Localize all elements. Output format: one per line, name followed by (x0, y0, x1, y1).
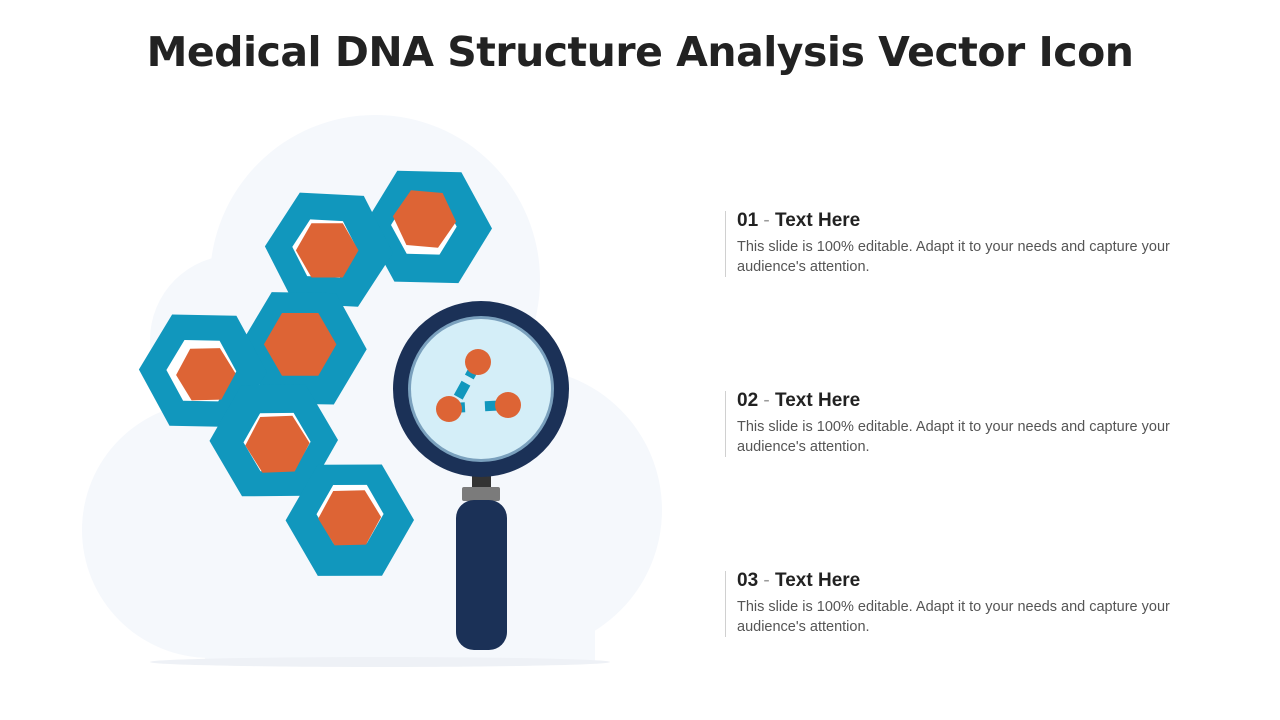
item-description: This slide is 100% editable. Adapt it to… (737, 599, 1170, 635)
item-title: Text Here (775, 390, 861, 411)
hexagon-cell (209, 384, 338, 497)
item-heading: 01 - Text Here (737, 209, 1207, 233)
item-number: 03 (737, 570, 759, 591)
hexagon-cell (238, 292, 367, 405)
ground-shadow (150, 657, 610, 667)
dna-analysis-illustration (138, 170, 610, 667)
text-item-01: 01 - Text Here This slide is 100% editab… (725, 209, 1207, 277)
atom-node (465, 349, 491, 375)
item-title: Text Here (775, 570, 861, 591)
molecule-icon (436, 349, 521, 422)
item-number: 02 (737, 390, 759, 411)
item-heading: 02 - Text Here (737, 389, 1207, 413)
page-title: Medical DNA Structure Analysis Vector Ic… (146, 28, 1134, 76)
text-item-02: 02 - Text Here This slide is 100% editab… (725, 389, 1207, 457)
hexagon-cell (285, 464, 414, 576)
magnifying-glass-icon (393, 301, 569, 650)
atom-node (495, 392, 521, 418)
item-number: 01 (737, 210, 759, 231)
item-separator: - (763, 390, 770, 411)
item-separator: - (763, 210, 770, 231)
atom-node (436, 396, 462, 422)
text-item-03: 03 - Text Here This slide is 100% editab… (725, 569, 1207, 637)
item-title: Text Here (775, 210, 861, 231)
item-separator: - (763, 570, 770, 591)
item-heading: 03 - Text Here (737, 569, 1207, 593)
hexagon-cell (264, 192, 393, 307)
hexagon-chain-icon (138, 170, 492, 576)
item-description: This slide is 100% editable. Adapt it to… (737, 239, 1170, 275)
item-description: This slide is 100% editable. Adapt it to… (737, 419, 1170, 455)
hexagon-cell (363, 170, 492, 284)
